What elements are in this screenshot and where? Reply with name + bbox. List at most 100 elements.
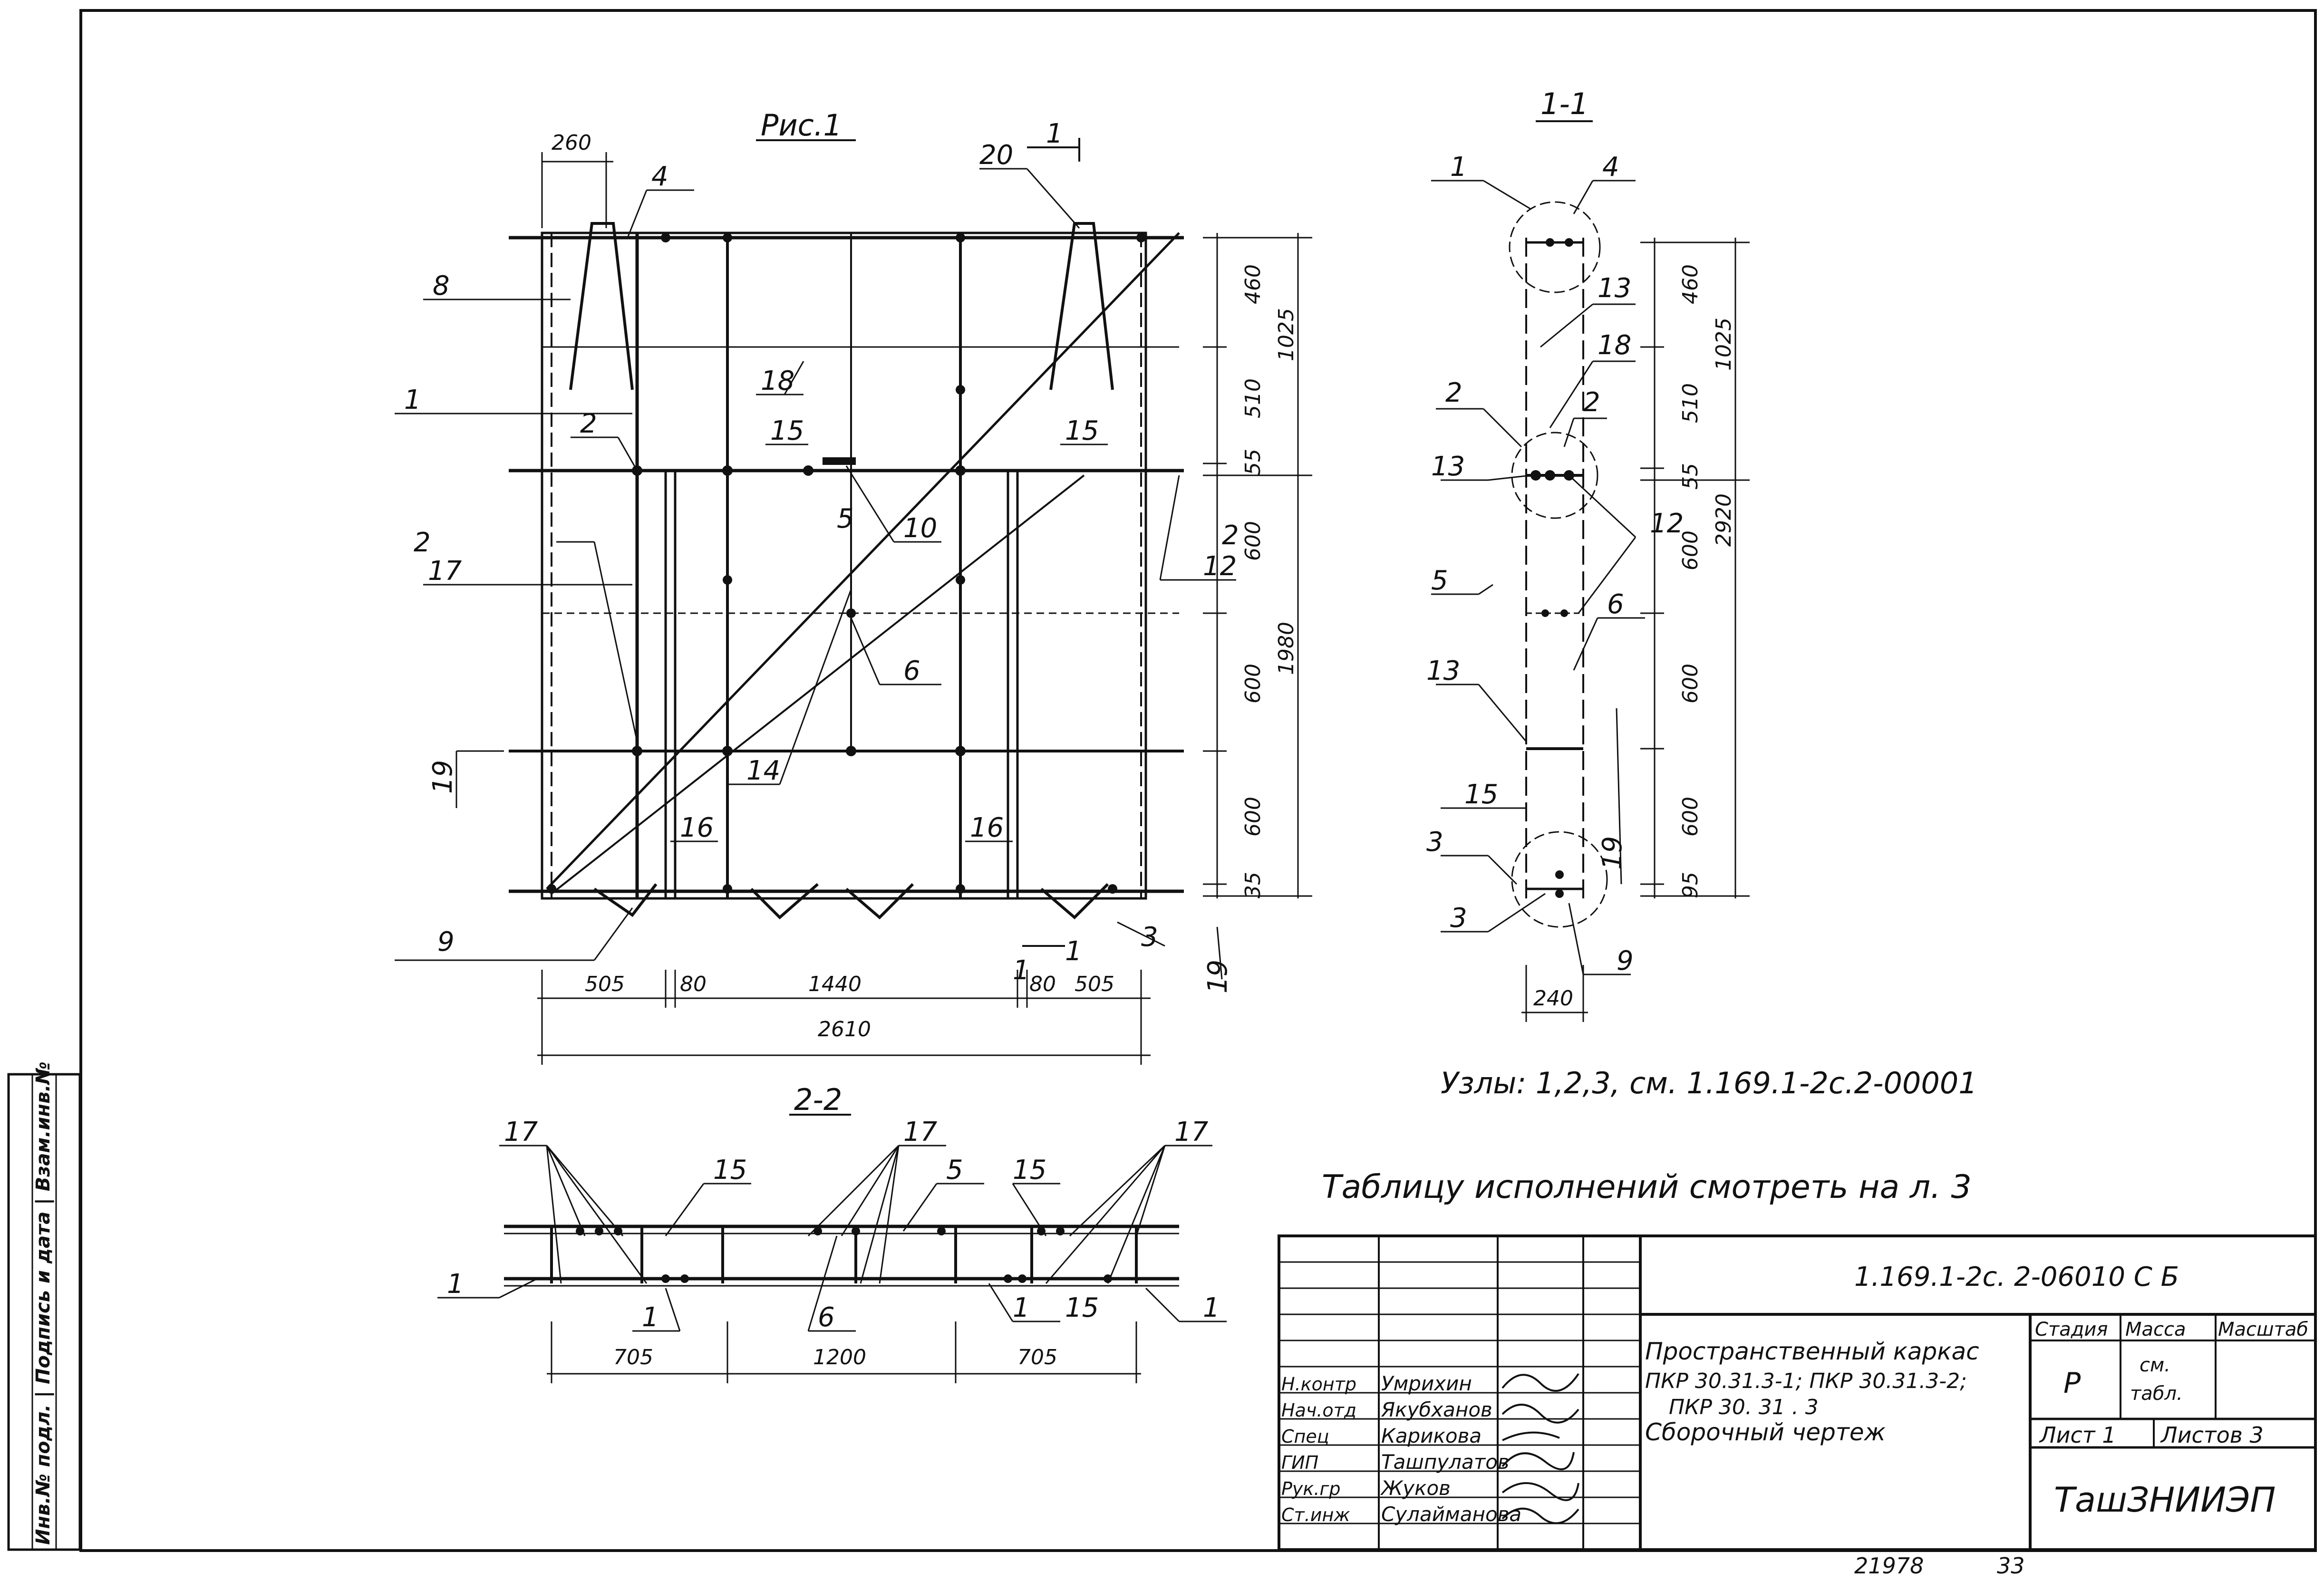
- fig1-callout-15b: 15: [1065, 415, 1099, 446]
- fig1-dim-r-5: 600: [1241, 797, 1265, 837]
- fig1-dim-r-0: 460: [1241, 264, 1265, 304]
- tb-stage-val: Р: [2063, 1367, 2081, 1400]
- sec11-callout-15: 15: [1464, 779, 1498, 810]
- sec11-dim-r-0: 460: [1678, 264, 1703, 304]
- sec22-callout-1d: 1: [1203, 1292, 1220, 1323]
- sec11-dim-r-4: 600: [1678, 664, 1703, 704]
- fig1-callout-18: 18: [761, 366, 794, 396]
- tb-name-0: Умрихин: [1381, 1372, 1472, 1395]
- tb-role-5: Ст.инж: [1281, 1504, 1350, 1525]
- fig1-dim-r-6: 35: [1241, 872, 1265, 898]
- fig1-callout-6: 6: [903, 656, 920, 686]
- fig1-dim-b-3: 80: [1029, 972, 1056, 996]
- tb-sheet: Лист 1: [2039, 1422, 2116, 1448]
- fig1-section-mark-top: 1: [1046, 118, 1063, 149]
- sec22-dim-0: 705: [613, 1345, 653, 1369]
- fig1-dim-b-4: 505: [1075, 972, 1114, 996]
- sec11-dim-r-6: 95: [1678, 872, 1703, 898]
- tb-name-line4: Сборочный чертеж: [1645, 1418, 1886, 1446]
- sec11-dim-r-2: 55: [1678, 463, 1703, 490]
- sec11-callout-4: 4: [1602, 152, 1619, 183]
- sec22-dim-1: 1200: [813, 1345, 866, 1369]
- tb-name-line3: ПКР 30. 31 . 3: [1669, 1395, 1819, 1419]
- sec11-callout-1: 1: [1450, 152, 1467, 183]
- sec11-callout-12: 12: [1650, 508, 1684, 539]
- fig1-dim-b-2: 1440: [808, 972, 862, 996]
- tb-role-2: Спец: [1281, 1426, 1329, 1447]
- fig1-dim-r-4: 600: [1241, 664, 1265, 704]
- sec11-callout-3a: 3: [1426, 827, 1443, 858]
- fig1-dim-b-total: 2610: [818, 1017, 871, 1041]
- fig1-callout-12: 12: [1203, 551, 1237, 582]
- sec11-title: 1-1: [1540, 87, 1588, 121]
- sec11-dim-r-total-1: 2920: [1712, 493, 1736, 547]
- sec11-dim-r-3: 600: [1678, 530, 1703, 570]
- sec11-callout-13c: 13: [1426, 656, 1460, 686]
- tb-mass-val2: табл.: [2130, 1383, 2183, 1405]
- tb-scale-hdr: Масштаб: [2218, 1319, 2308, 1340]
- sec22-callout-1a: 1: [447, 1269, 464, 1300]
- fig1-callout-5: 5: [837, 503, 854, 534]
- fig1-dim-r-2: 55: [1241, 449, 1265, 475]
- sec11-dim-r-total-0: 1025: [1712, 318, 1736, 371]
- sec11-callout-2a: 2: [1445, 377, 1462, 408]
- tb-sheets: Листов 3: [2160, 1422, 2264, 1448]
- sec22-callout-1b: 1: [642, 1302, 659, 1333]
- sec22-callout-15c: 15: [1065, 1292, 1099, 1323]
- tb-name-line2: ПКР 30.31.3-1; ПКР 30.31.3-2;: [1645, 1369, 1967, 1393]
- fig1-callout-8: 8: [433, 270, 450, 301]
- sec22-title: 2-2: [794, 1082, 842, 1117]
- fig1-callout-1-left: 1: [1065, 936, 1082, 967]
- side-stamp-text: Инв.№ подл. | Подпись и дата | Взам.инв.…: [32, 1061, 55, 1545]
- fig1-callout-19a: 19: [427, 760, 458, 794]
- fig1-dim-b-0: 505: [585, 972, 625, 996]
- fig1-callout-10: 10: [903, 513, 937, 544]
- tb-mass-val1: см.: [2140, 1354, 2170, 1376]
- sec11-callout-19: 19: [1597, 836, 1628, 870]
- side-stamp: Инв.№ подл. | Подпись и дата | Взам.инв.…: [7, 1061, 81, 1551]
- sec22-callout-6: 6: [818, 1302, 835, 1333]
- fig1-dim-r-total-1: 1980: [1274, 622, 1298, 675]
- sec11-callout-6: 6: [1607, 589, 1624, 620]
- tb-name-1: Якубханов: [1381, 1398, 1492, 1421]
- title-block: Н.контр Умрихин Нач.отд Якубханов Спец К…: [1278, 1234, 2317, 1551]
- tb-role-4: Рук.гр: [1281, 1478, 1341, 1499]
- fig1-callout-1: 1: [404, 385, 421, 415]
- tb-name-3: Ташпулатов: [1381, 1450, 1510, 1474]
- tb-name-5: Сулайманова: [1381, 1503, 1521, 1526]
- fig1-dim-r-total-0: 1025: [1274, 308, 1298, 361]
- fig1-callout-19b: 19: [1202, 960, 1233, 993]
- sec11-callout-5: 5: [1431, 565, 1448, 596]
- fig1-callout-3: 3: [1141, 922, 1158, 953]
- section-1-1: 1-1 460 510 55: [1426, 87, 1750, 1022]
- sec11-callout-13b: 13: [1431, 451, 1465, 482]
- sec22-callout-15b: 15: [1013, 1155, 1046, 1186]
- sec11-callout-13a: 13: [1598, 273, 1631, 304]
- sec11-callout-3b: 3: [1450, 903, 1467, 934]
- tb-org: ТашЗНИИЭП: [2054, 1480, 2276, 1520]
- sec22-callout-17c: 17: [1174, 1117, 1209, 1147]
- fig1-callout-16b: 16: [970, 812, 1004, 843]
- fig1-title: Рис.1: [761, 108, 842, 143]
- sec11-callout-9: 9: [1617, 945, 1634, 976]
- tb-role-3: ГИП: [1281, 1452, 1318, 1473]
- tb-name-4: Жуков: [1380, 1476, 1451, 1500]
- fig1-callout-17: 17: [428, 556, 462, 587]
- fig1-callout-14: 14: [746, 755, 780, 786]
- tb-mass-hdr: Масса: [2125, 1319, 2186, 1340]
- bottom-page: 33: [1997, 1553, 2025, 1579]
- sec11-dim-b: 240: [1533, 986, 1573, 1011]
- fig1-dim-b-1: 80: [680, 972, 707, 996]
- sec22-callout-15a: 15: [713, 1155, 747, 1186]
- note-table-ref: Таблицу исполнений смотреть на л. 3: [1322, 1168, 1972, 1206]
- fig1-dim-r-1: 510: [1241, 378, 1265, 418]
- bottom-number: 21978: [1854, 1553, 1924, 1579]
- sec11-callout-18: 18: [1598, 330, 1631, 361]
- fig1-callout-15a: 15: [770, 415, 804, 446]
- section-2-2: 2-2 705 1200: [437, 1082, 1227, 1383]
- fig1-callout-16a: 16: [680, 812, 714, 843]
- sec11-dim-r-5: 600: [1678, 797, 1703, 837]
- sec22-callout-5: 5: [946, 1155, 963, 1186]
- sec22-dim-2: 705: [1017, 1345, 1057, 1369]
